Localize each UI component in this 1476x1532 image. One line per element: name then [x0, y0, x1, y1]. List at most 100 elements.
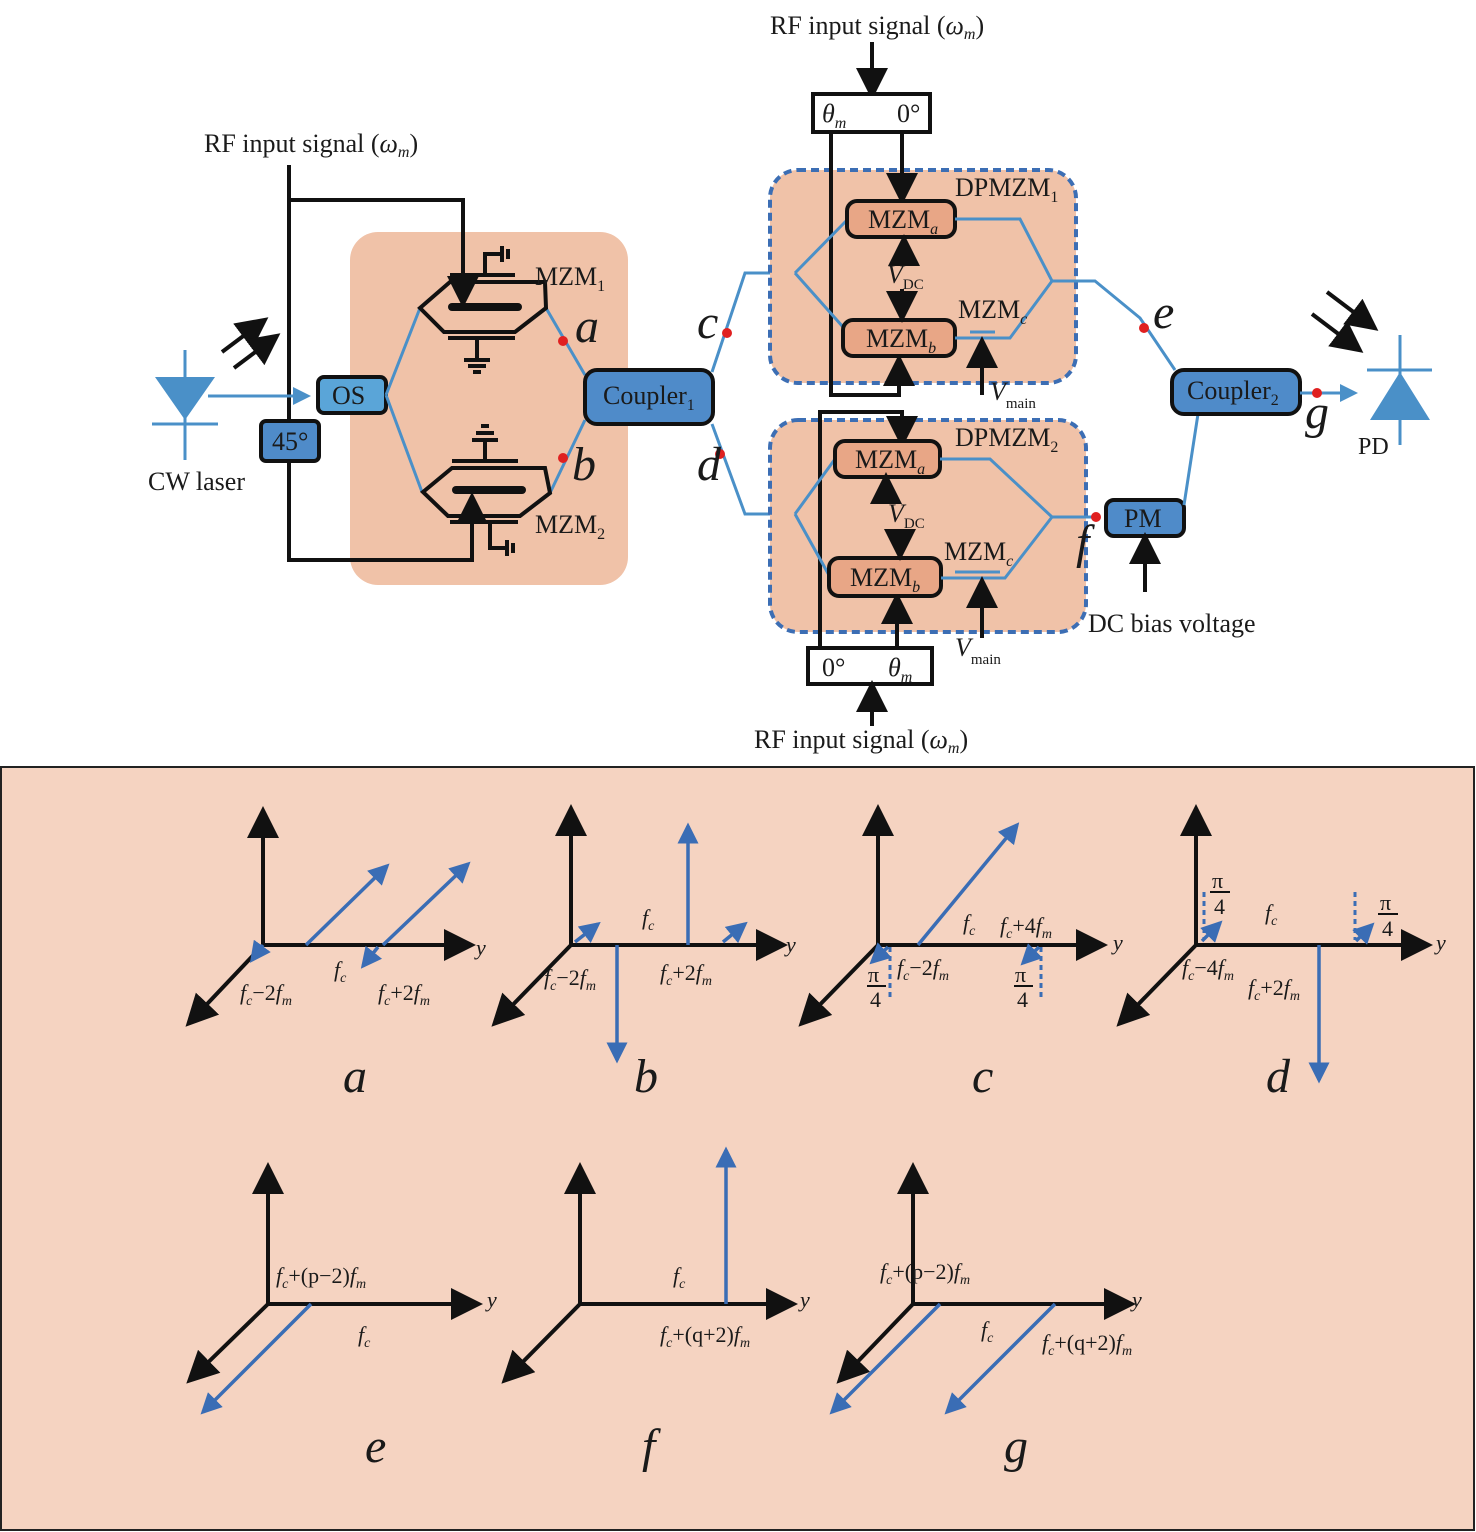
theta-bottom: θm: [888, 653, 912, 686]
tick-fc-plus2fm-b: fc+2fm: [660, 960, 712, 989]
point-d-label: d: [697, 438, 722, 491]
tick-fc-c: fc: [963, 910, 976, 939]
dpmzm1-mzm-b-label: MZMb: [866, 324, 936, 357]
svg-text:π: π: [1380, 890, 1391, 915]
phase-pi-over-4-d2: π 4: [1378, 890, 1398, 941]
pm-label: PM: [1124, 504, 1162, 533]
svg-text:π: π: [1212, 868, 1223, 893]
point-d-marker: [715, 449, 725, 459]
mzm2-symbol: [419, 424, 553, 556]
tick-fc-q-f: fc+(q+2)fm: [660, 1322, 750, 1351]
panel-caption-a: a: [343, 1050, 367, 1103]
tick-fc-a: fc: [334, 957, 347, 986]
dpmzm1-label: DPMZM1: [955, 173, 1058, 206]
coupler2-label: Coupler2: [1187, 376, 1279, 409]
spectrum-e: [186, 1162, 483, 1415]
point-f-marker: [1091, 512, 1101, 522]
cw-laser-label: CW laser: [148, 467, 245, 496]
spectral-line-c-2: [869, 942, 892, 965]
theta-top: θm: [822, 99, 846, 132]
svg-text:4: 4: [1214, 894, 1225, 919]
mzm1-label: MZM1: [535, 262, 605, 295]
spectral-line-a-4: [360, 945, 383, 969]
spectrum-d: [1116, 804, 1433, 1084]
vdc-label-2: VDC: [888, 499, 925, 532]
spectrum-f: [501, 1146, 798, 1384]
phase-shifter-45: [259, 419, 321, 463]
os-fibers: [384, 307, 424, 493]
dpmzm2-label: DPMZM2: [955, 423, 1058, 456]
phase-splitter-top: [811, 92, 932, 134]
svg-text:RF input signal (ωm): RF input signal (ωm): [204, 129, 418, 161]
point-a-label: a: [575, 300, 599, 353]
photodetector-icon: [1367, 335, 1432, 445]
point-e-label: e: [1153, 286, 1174, 339]
point-g-label: g: [1305, 386, 1329, 439]
dpmzm1-mzm-a-label: MZMa: [868, 205, 938, 238]
dpmzm1-input-split: [793, 217, 850, 328]
axis-y-g: y: [1130, 1287, 1142, 1312]
rf-input-top: RF input signal (ωm): [770, 11, 984, 43]
spectral-line-b-4: [721, 921, 748, 944]
axis-y-d: y: [1434, 930, 1446, 955]
mzm2-label: MZM2: [535, 510, 605, 543]
dpmzm2-output-lower: [941, 516, 1054, 580]
panel-caption-c: c: [972, 1050, 993, 1103]
pd-label: PD: [1358, 434, 1389, 460]
dual-mzm-block: [350, 232, 628, 585]
spectral-line-g-1: [829, 1302, 942, 1415]
spectrum-g: [829, 1162, 1136, 1415]
axis-y-a: y: [474, 935, 486, 960]
svg-text:π: π: [1015, 962, 1026, 987]
point-a-marker: [558, 336, 568, 346]
zero-deg-top: 0°: [897, 99, 920, 128]
phase-pi-over-4-c1: π 4: [867, 962, 886, 1012]
tick-fc-e: fc: [358, 1322, 371, 1351]
spectral-line-d-3: [1352, 922, 1375, 945]
dpmzm2-input-split: [793, 458, 837, 578]
tick-fc-plus2fm-d: fc+2fm: [1248, 975, 1300, 1004]
axis-y-f: y: [798, 1287, 810, 1312]
spectral-line-a-3: [249, 939, 271, 963]
tick-fc-minus2fm-c: fc−2fm: [897, 955, 949, 984]
phase-pi-over-4-c2: π 4: [1014, 962, 1033, 1012]
tick-fc-f: fc: [673, 1263, 686, 1292]
rf-line-upper: [289, 198, 479, 308]
coupler1-label: Coupler1: [603, 381, 695, 414]
tick-fc-plus4fm-c: fc+4fm: [1000, 913, 1052, 942]
phase-45-label: 45°: [272, 427, 308, 456]
incident-light-arrows-icon: [1310, 290, 1379, 353]
panel-caption-b: b: [634, 1050, 658, 1103]
spectrum-b: [491, 804, 788, 1064]
tick-fc-plus2fm-a: fc+2fm: [378, 980, 430, 1009]
spectral-line-a-2: [381, 861, 471, 947]
svg-text:4: 4: [870, 987, 881, 1012]
point-e-marker: [1139, 323, 1149, 333]
coupler1: [583, 368, 715, 426]
tick-fc-minus2fm-a: fc−2fm: [240, 980, 292, 1009]
svg-text:4: 4: [1017, 987, 1028, 1012]
zero-deg-bottom: 0°: [822, 653, 845, 682]
mzm-c-label-1: MZMc: [958, 295, 1027, 328]
spectral-line-c-1: [916, 822, 1020, 947]
dpmzm2-output-upper: [940, 457, 1095, 519]
tick-fc-minus4fm-d: fc−4fm: [1182, 955, 1234, 984]
mzm1-symbol: [417, 246, 549, 374]
rf-input-bottom: RF input signal (ωm): [754, 725, 968, 757]
point-b-marker: [558, 453, 568, 463]
spectra-panel: [0, 766, 1475, 1531]
cw-laser-icon: [152, 350, 311, 460]
point-b-label: b: [572, 438, 596, 491]
tick-fc-g: fc: [981, 1317, 994, 1346]
axis-y-c: y: [1111, 930, 1123, 955]
panel-caption-d: d: [1266, 1050, 1291, 1103]
dpmzm2-mzm-a-label: MZMa: [855, 445, 925, 478]
svg-text:4: 4: [1382, 916, 1393, 941]
phase-pi-over-4-d1: π 4: [1210, 868, 1230, 919]
rf-input-left: RF input signal (ωm): [204, 129, 418, 161]
spectrum-c: [798, 804, 1108, 1027]
tick-fc-b: fc: [642, 905, 655, 934]
vdc-label-1: VDC: [887, 260, 924, 293]
tick-fc-minus2fm-b: fc−2fm: [544, 965, 596, 994]
tick-fc-d: fc: [1265, 900, 1278, 929]
